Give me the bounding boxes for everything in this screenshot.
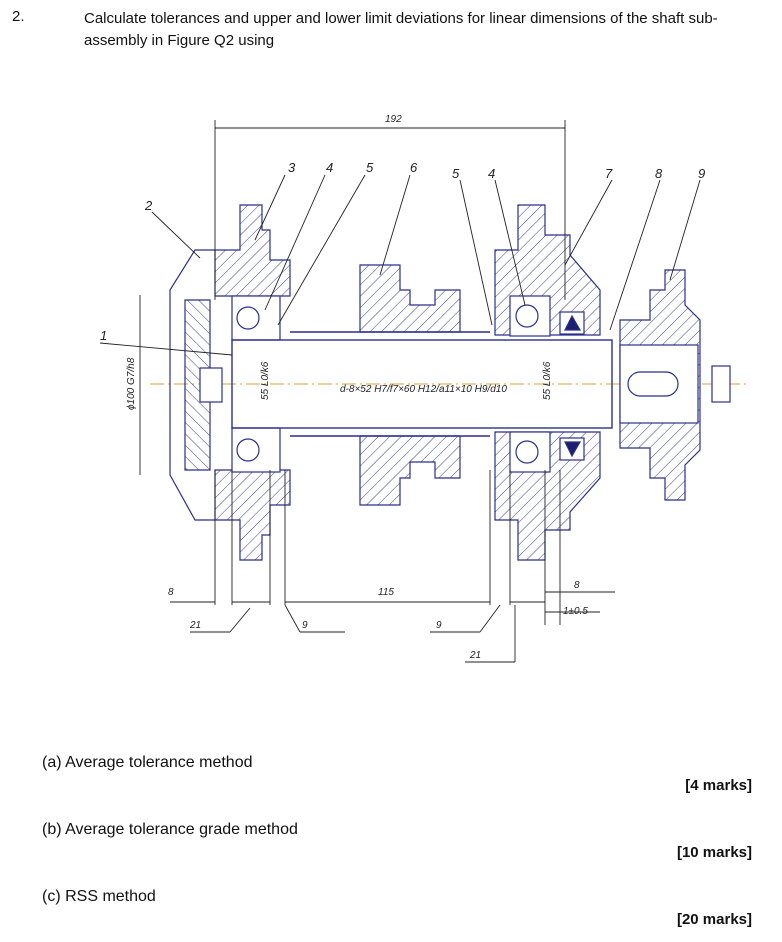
dimension-lines	[99, 120, 615, 663]
part-c-marks: [20 marks]	[676, 911, 752, 928]
part-b-label: (b) Average tolerance grade method	[42, 821, 298, 838]
dim-left-9: 9	[302, 620, 308, 631]
part-number-5b: 5	[452, 166, 460, 181]
part-number-6: 6	[410, 160, 418, 175]
part-c-label: (c) RSS method	[42, 888, 156, 905]
part-number-labels: 1 2 3 4 5 6 5 4 7 8 9	[100, 160, 705, 343]
right-housing	[494, 204, 601, 561]
leaders	[151, 174, 701, 331]
right-coupling	[619, 269, 731, 501]
dim-right-9: 9	[436, 620, 442, 631]
part-number-2: 2	[144, 198, 153, 213]
dim-left-21: 21	[189, 620, 201, 631]
part-b-marks: [10 marks]	[676, 844, 752, 861]
part-a-marks: [4 marks]	[685, 777, 752, 794]
dim-192: 192	[385, 114, 402, 125]
part-number-8: 8	[655, 166, 663, 181]
center-gear	[359, 264, 461, 506]
dimension-values: 192 8 21 9 115 9 21 8 1±0.5 d-8×52 H7/f7…	[126, 114, 588, 661]
question-text: Calculate tolerances and upper and lower…	[84, 10, 718, 49]
part-number-1: 1	[100, 328, 107, 343]
dim-right-8: 8	[574, 580, 580, 591]
part-number-9: 9	[698, 166, 705, 181]
dim-right-21: 21	[469, 650, 481, 661]
shaft-assembly-figure: 1 2 3 4 5 6 5 4 7 8 9 192 8 21 9 115 9 2…	[99, 114, 750, 663]
left-bearing	[231, 295, 281, 473]
part-number-7: 7	[605, 166, 613, 181]
dim-115: 115	[378, 587, 394, 598]
dim-bearing-left: 55 L0/k6	[260, 361, 271, 400]
question-number: 2.	[12, 8, 25, 25]
part-number-5: 5	[366, 160, 374, 175]
dim-spline: d-8×52 H7/f7×60 H12/a11×10 H9/d10	[340, 384, 507, 395]
part-number-3: 3	[288, 160, 296, 175]
dim-tol: 1±0.5	[563, 606, 588, 617]
dim-bearing-right: 55 L0/k6	[542, 361, 553, 400]
part-number-4b: 4	[488, 166, 495, 181]
part-number-4: 4	[326, 160, 333, 175]
left-gear	[214, 204, 291, 561]
dim-left-8: 8	[168, 587, 174, 598]
left-cover	[169, 249, 223, 521]
dim-dia-100: ϕ100 G7/h8	[126, 357, 137, 410]
part-a-label: (a) Average tolerance method	[42, 754, 253, 771]
